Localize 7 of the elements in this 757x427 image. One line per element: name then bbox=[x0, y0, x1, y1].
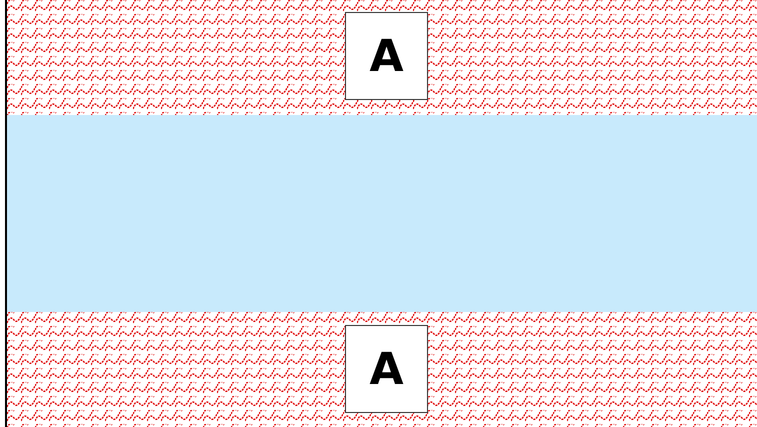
label-box bbox=[345, 12, 428, 100]
box-letter: A bbox=[369, 344, 404, 394]
patterned-band bbox=[7, 312, 757, 427]
box-letter: A bbox=[369, 30, 404, 82]
patterned-band bbox=[7, 0, 757, 115]
band bbox=[7, 115, 757, 312]
label-box bbox=[345, 325, 428, 413]
